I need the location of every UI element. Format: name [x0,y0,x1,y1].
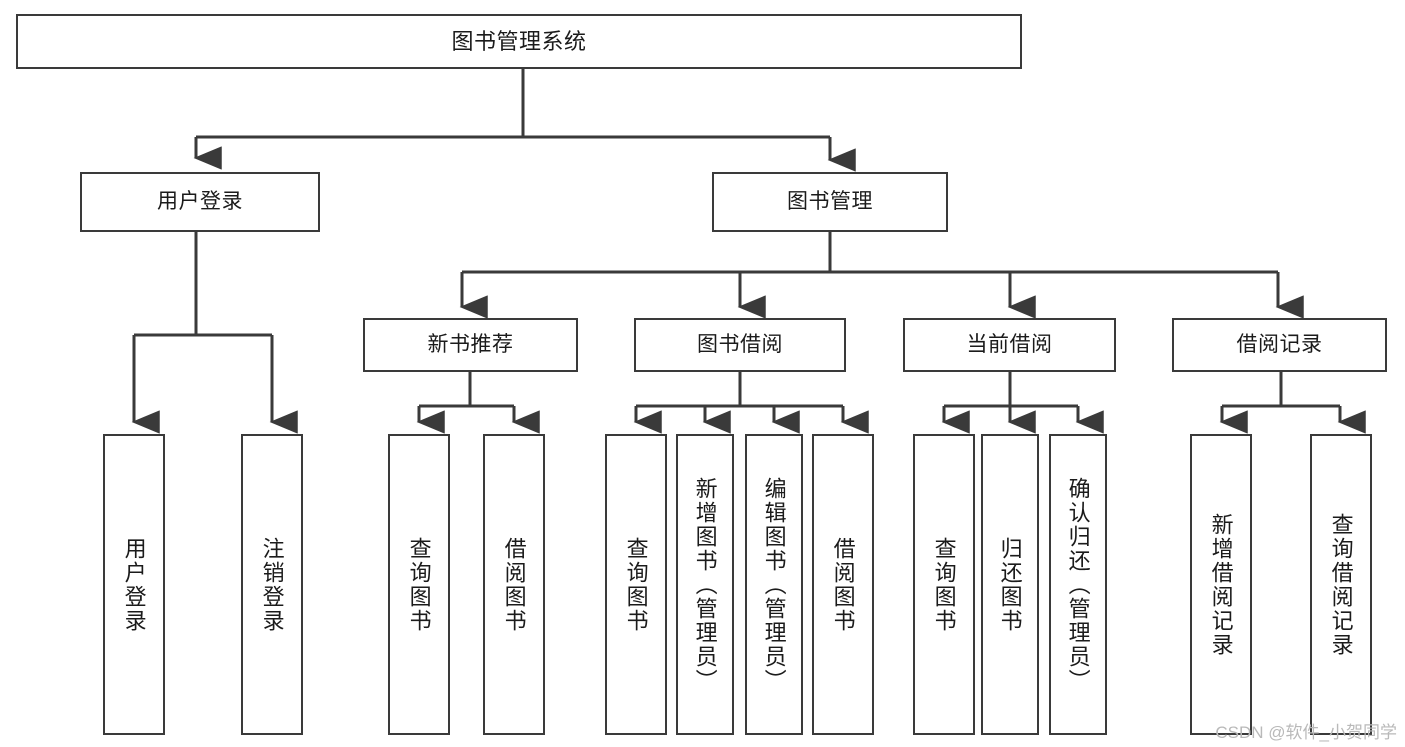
node-leaf-user-login[interactable]: 用户登录 [103,434,165,735]
node-borrow-record[interactable]: 借阅记录 [1172,318,1387,372]
node-leaf-query-book-borrow-label: 查询图书 [623,536,649,633]
node-leaf-query-book-recommend-label: 查询图书 [406,536,432,633]
node-new-book-recommend-label: 新书推荐 [427,332,514,356]
node-leaf-add-borrow-record[interactable]: 新增借阅记录 [1190,434,1252,735]
node-leaf-logout-label: 注销登录 [259,536,285,633]
node-leaf-confirm-return[interactable]: 确认归还（管理员） [1049,434,1107,735]
node-leaf-add-borrow-record-label: 新增借阅记录 [1208,512,1234,657]
node-leaf-query-book-borrow[interactable]: 查询图书 [605,434,667,735]
node-user-login[interactable]: 用户登录 [80,172,320,232]
node-user-login-label: 用户登录 [157,189,243,213]
node-new-book-recommend[interactable]: 新书推荐 [363,318,578,372]
node-leaf-query-borrow-record[interactable]: 查询借阅记录 [1310,434,1372,735]
node-borrow-record-label: 借阅记录 [1236,332,1323,356]
node-book-manage-label: 图书管理 [787,189,873,213]
node-book-borrow[interactable]: 图书借阅 [634,318,846,372]
node-current-borrow-label: 当前借阅 [966,332,1053,356]
node-leaf-confirm-return-label: 确认归还（管理员） [1065,476,1091,693]
node-leaf-query-borrow-record-label: 查询借阅记录 [1328,512,1354,657]
node-leaf-return-book[interactable]: 归还图书 [981,434,1039,735]
node-leaf-borrow-book-recommend[interactable]: 借阅图书 [483,434,545,735]
node-current-borrow[interactable]: 当前借阅 [903,318,1116,372]
node-leaf-query-book-recommend[interactable]: 查询图书 [388,434,450,735]
node-leaf-borrow-book-label: 借阅图书 [830,536,856,633]
node-leaf-add-book[interactable]: 新增图书（管理员） [676,434,734,735]
node-leaf-return-book-label: 归还图书 [997,536,1023,633]
node-leaf-add-book-label: 新增图书（管理员） [692,476,718,693]
node-root-library-system[interactable]: 图书管理系统 [16,14,1022,69]
node-leaf-borrow-book-recommend-label: 借阅图书 [501,536,527,633]
node-leaf-borrow-book[interactable]: 借阅图书 [812,434,874,735]
node-leaf-edit-book-label: 编辑图书（管理员） [761,476,787,693]
node-root-label: 图书管理系统 [451,28,587,54]
node-leaf-query-book-current-label: 查询图书 [931,536,957,633]
node-leaf-logout[interactable]: 注销登录 [241,434,303,735]
node-leaf-query-book-current[interactable]: 查询图书 [913,434,975,735]
node-book-borrow-label: 图书借阅 [697,332,783,356]
node-book-manage[interactable]: 图书管理 [712,172,948,232]
node-leaf-edit-book[interactable]: 编辑图书（管理员） [745,434,803,735]
csdn-watermark: CSDN @软件_小贺同学 [1215,723,1397,742]
node-leaf-user-login-label: 用户登录 [121,536,147,633]
